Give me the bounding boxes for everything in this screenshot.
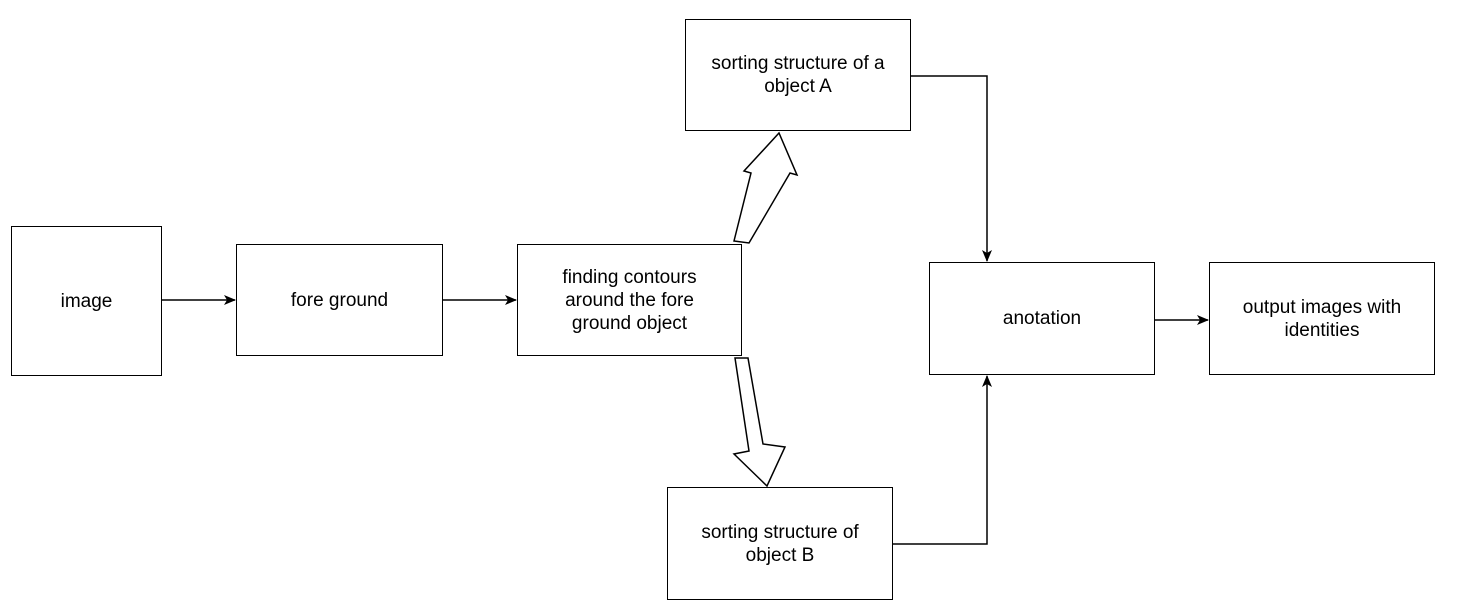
node-finding-contours-label: finding contours around the fore ground … xyxy=(562,266,697,334)
node-anotation-label: anotation xyxy=(1002,308,1082,329)
node-fore-ground-label: fore ground xyxy=(290,289,389,311)
block-arrow-to-sorting-b xyxy=(732,357,787,488)
node-anotation: anotation xyxy=(929,262,1155,375)
node-finding-contours: finding contours around the fore ground … xyxy=(517,244,742,356)
node-image: image xyxy=(11,226,162,376)
node-fore-ground: fore ground xyxy=(236,244,443,356)
node-sorting-structure-b-label: sorting structure of object B xyxy=(701,521,859,566)
node-output-images-label: output images with identities xyxy=(1242,296,1402,341)
node-sorting-structure-a-label: sorting structure of a object A xyxy=(711,53,885,97)
node-output-images: output images with identities xyxy=(1209,262,1435,375)
node-image-label: image xyxy=(60,290,113,312)
node-sorting-structure-a: sorting structure of a object A xyxy=(685,19,911,131)
edge-sorting-b-to-anotation xyxy=(893,375,992,545)
block-arrow-to-sorting-a xyxy=(733,131,799,244)
node-sorting-structure-b: sorting structure of object B xyxy=(667,487,893,600)
edge-sorting-a-to-anotation xyxy=(911,75,992,262)
